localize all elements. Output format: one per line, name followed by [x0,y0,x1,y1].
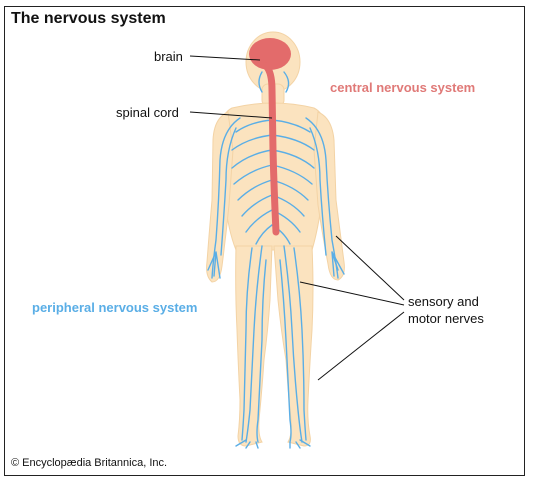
sensory-motor-nerves-label: sensory and motor nerves [408,293,484,327]
brain-leader-line [189,55,261,61]
nerves-label-line-1: sensory and [408,294,479,309]
spinal-cord-shape [262,62,280,236]
nerves-label-line-2: motor nerves [408,311,484,326]
leader-lines [189,55,405,381]
brain-shape [249,38,291,70]
nerves-leader-line-1 [335,235,405,301]
central-nervous-system-label: central nervous system [330,80,476,95]
diagram-title: The nervous system [11,10,166,27]
copyright-notice: © Encyclopædia Britannica, Inc. [11,457,168,469]
spinal-cord-label: spinal cord [116,105,179,120]
spinal-cord-leader-line [189,111,273,119]
peripheral-nervous-system-label: peripheral nervous system [32,300,198,315]
central-nervous-system [249,38,291,236]
nerves-leader-line-3 [317,311,405,381]
nerves-leader-line-2 [299,281,405,306]
brain-label: brain [154,49,183,64]
